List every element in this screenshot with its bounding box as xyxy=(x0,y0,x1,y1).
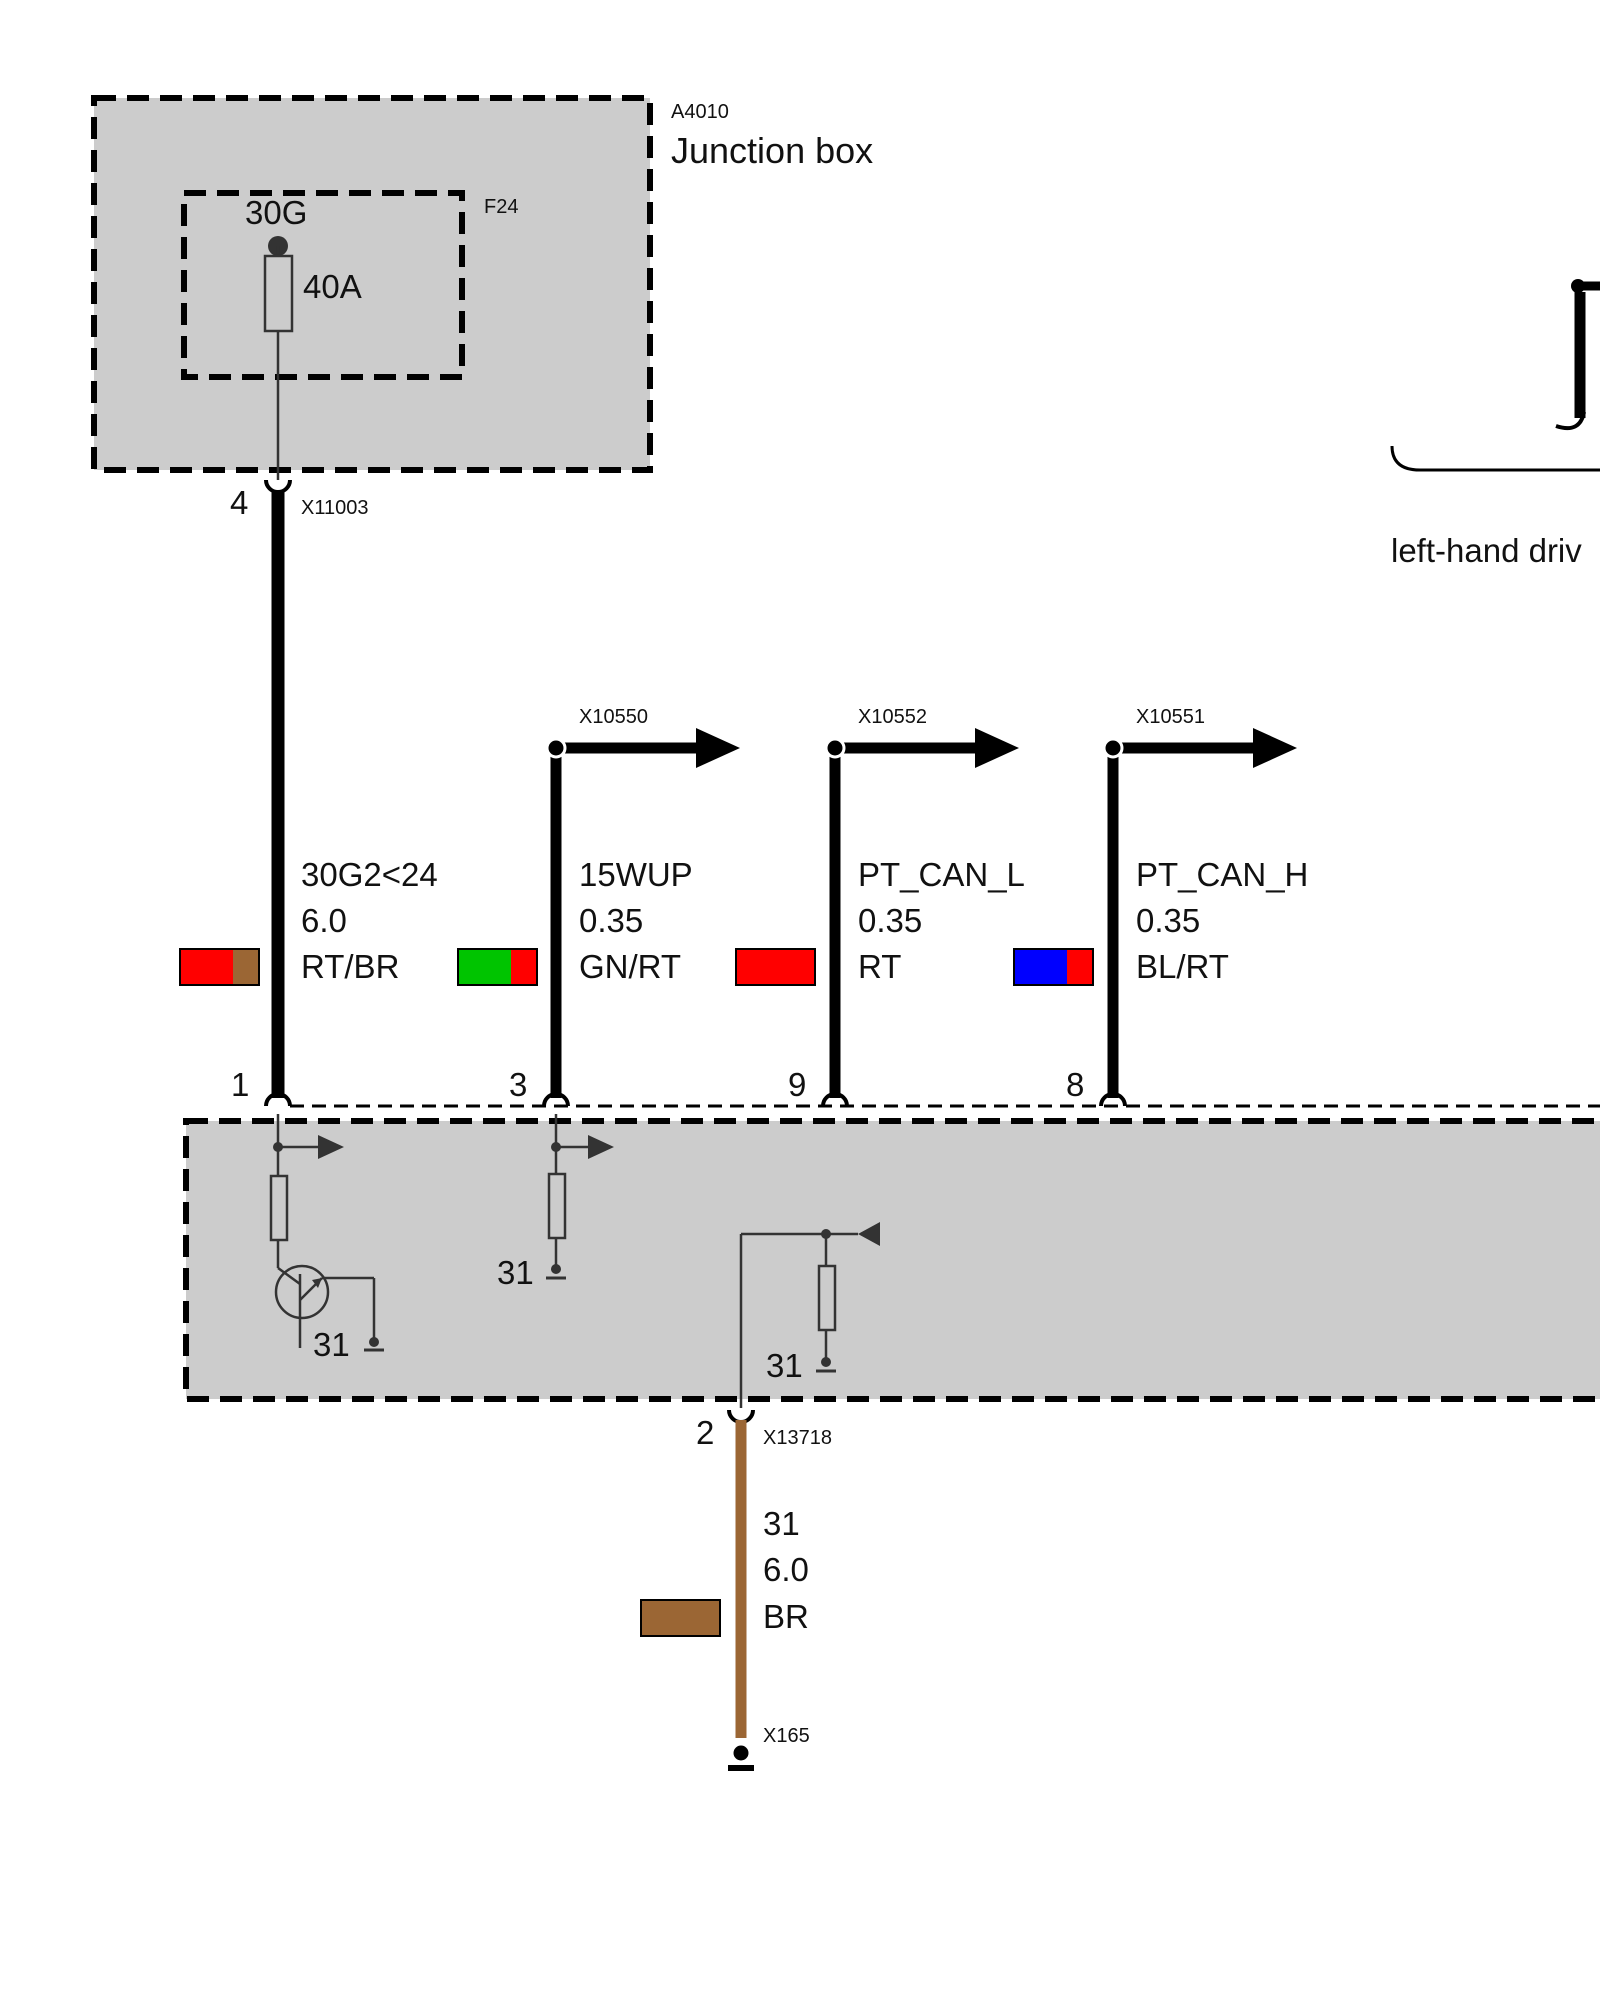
junction-box-name: Junction box xyxy=(671,130,873,171)
junction-box-outline xyxy=(91,95,653,473)
wire-pt-can-l-gauge: 0.35 xyxy=(858,902,922,939)
junction-box-id: A4010 xyxy=(671,101,729,123)
control-module-outline xyxy=(183,1118,1600,1402)
wire-pt-can-l-connector-id: X10552 xyxy=(858,706,927,728)
wire-pt-can-h: X10551 PT_CAN_H 0.35 BL/RT xyxy=(1013,706,1308,1098)
pin-2-internal-circuit: 31 xyxy=(739,1222,880,1408)
ground-wire-signal: 31 xyxy=(763,1505,800,1542)
connector-x11003-id: X11003 xyxy=(301,497,368,519)
fuse-rating: 40A xyxy=(303,268,362,305)
ground-wire-connector-bottom: X165 xyxy=(763,1725,810,1747)
wire-15wup-signal: 15WUP xyxy=(579,856,693,893)
ground-label-2: 31 xyxy=(497,1254,534,1291)
ground-wire-connector-top: X13718 xyxy=(763,1427,832,1449)
lhd-variant-fragment: left-hand driv xyxy=(1390,279,1600,569)
transistor-symbol xyxy=(274,1264,330,1320)
pin-8-label: 8 xyxy=(1066,1066,1084,1103)
wire-30g2-gauge: 6.0 xyxy=(301,902,347,939)
wire-30g2-color-code: RT/BR xyxy=(301,948,399,985)
wire-30g2: 30G2<24 6.0 RT/BR xyxy=(179,490,438,1098)
wire-pt-can-h-connector-dot xyxy=(1102,737,1124,759)
wire-15wup-connector-dot xyxy=(545,737,567,759)
wire-pt-can-h-signal: PT_CAN_H xyxy=(1136,856,1308,893)
wire-15wup-gauge: 0.35 xyxy=(579,902,643,939)
pin-9-symbol xyxy=(821,1092,849,1107)
wire-pt-can-h-connector-id: X10551 xyxy=(1136,706,1205,728)
pin-1-symbol xyxy=(264,1092,292,1107)
pin-1-label: 1 xyxy=(231,1066,249,1103)
pin-3-internal-circuit: 31 xyxy=(497,1114,614,1291)
wire-pt-can-l-arrow-head xyxy=(975,728,1019,768)
wire-pt-can-l-swatch xyxy=(735,948,816,986)
pin-2-signal-arrow xyxy=(858,1222,880,1246)
wire-pt-can-h-gauge: 0.35 xyxy=(1136,902,1200,939)
ground-wire-color-code: BR xyxy=(763,1598,809,1635)
fuse-block-outline xyxy=(181,190,465,380)
wire-pt-can-l: X10552 PT_CAN_L 0.35 RT xyxy=(735,706,1025,1098)
ground-label-3: 31 xyxy=(766,1347,803,1384)
ground-point-dot xyxy=(730,1742,752,1764)
wire-15wup-arrow-head xyxy=(696,728,740,768)
connector-x11003-pin: 4 xyxy=(230,484,248,521)
lhd-bracket xyxy=(1390,445,1600,472)
pin-9-label: 9 xyxy=(788,1066,806,1103)
ground-wire: 2 X13718 31 6.0 BR X165 xyxy=(640,1409,832,1771)
wire-15wup-connector-id: X10550 xyxy=(579,706,648,728)
ground-wire-gauge: 6.0 xyxy=(763,1551,809,1588)
pin-8-symbol xyxy=(1099,1092,1127,1107)
lhd-wire-hook xyxy=(1555,411,1586,431)
wire-pt-can-l-connector-dot xyxy=(824,737,846,759)
wire-pt-can-h-arrow-head xyxy=(1253,728,1297,768)
wire-30g2-signal: 30G2<24 xyxy=(301,856,438,893)
pin-3-label: 3 xyxy=(509,1066,527,1103)
ground-label-1: 31 xyxy=(313,1326,350,1363)
wire-15wup: X10550 15WUP 0.35 GN/RT xyxy=(457,706,740,1098)
pin-3-symbol xyxy=(542,1092,570,1107)
control-module: 31 31 31 xyxy=(183,1114,1600,1408)
wire-pt-can-l-color-code: RT xyxy=(858,948,901,985)
pin-3-sense-arrow xyxy=(588,1135,614,1159)
pin-1-internal-circuit: 31 xyxy=(269,1114,384,1363)
wire-pt-can-h-color-code: BL/RT xyxy=(1136,948,1229,985)
fuse-block: F24 30G 40A xyxy=(181,190,518,480)
module-connector-row: 1 3 9 8 xyxy=(231,1066,1600,1108)
fuse-id: F24 xyxy=(484,196,518,218)
fuse-terminal-label: 30G xyxy=(245,194,307,231)
fuse-symbol xyxy=(263,254,294,333)
wire-15wup-swatch xyxy=(457,948,538,986)
wire-pt-can-l-signal: PT_CAN_L xyxy=(858,856,1025,893)
wire-30g2-swatch xyxy=(179,948,260,986)
ground-wire-swatch xyxy=(640,1599,721,1637)
wire-pt-can-h-swatch xyxy=(1013,948,1094,986)
lhd-label: left-hand driv xyxy=(1391,532,1582,569)
wire-15wup-color-code: GN/RT xyxy=(579,948,681,985)
junction-box: A4010 Junction box F24 30G 40A 4 X11003 xyxy=(91,95,873,521)
pin-1-sense-arrow xyxy=(318,1135,344,1159)
pin-2-label: 2 xyxy=(696,1414,714,1451)
